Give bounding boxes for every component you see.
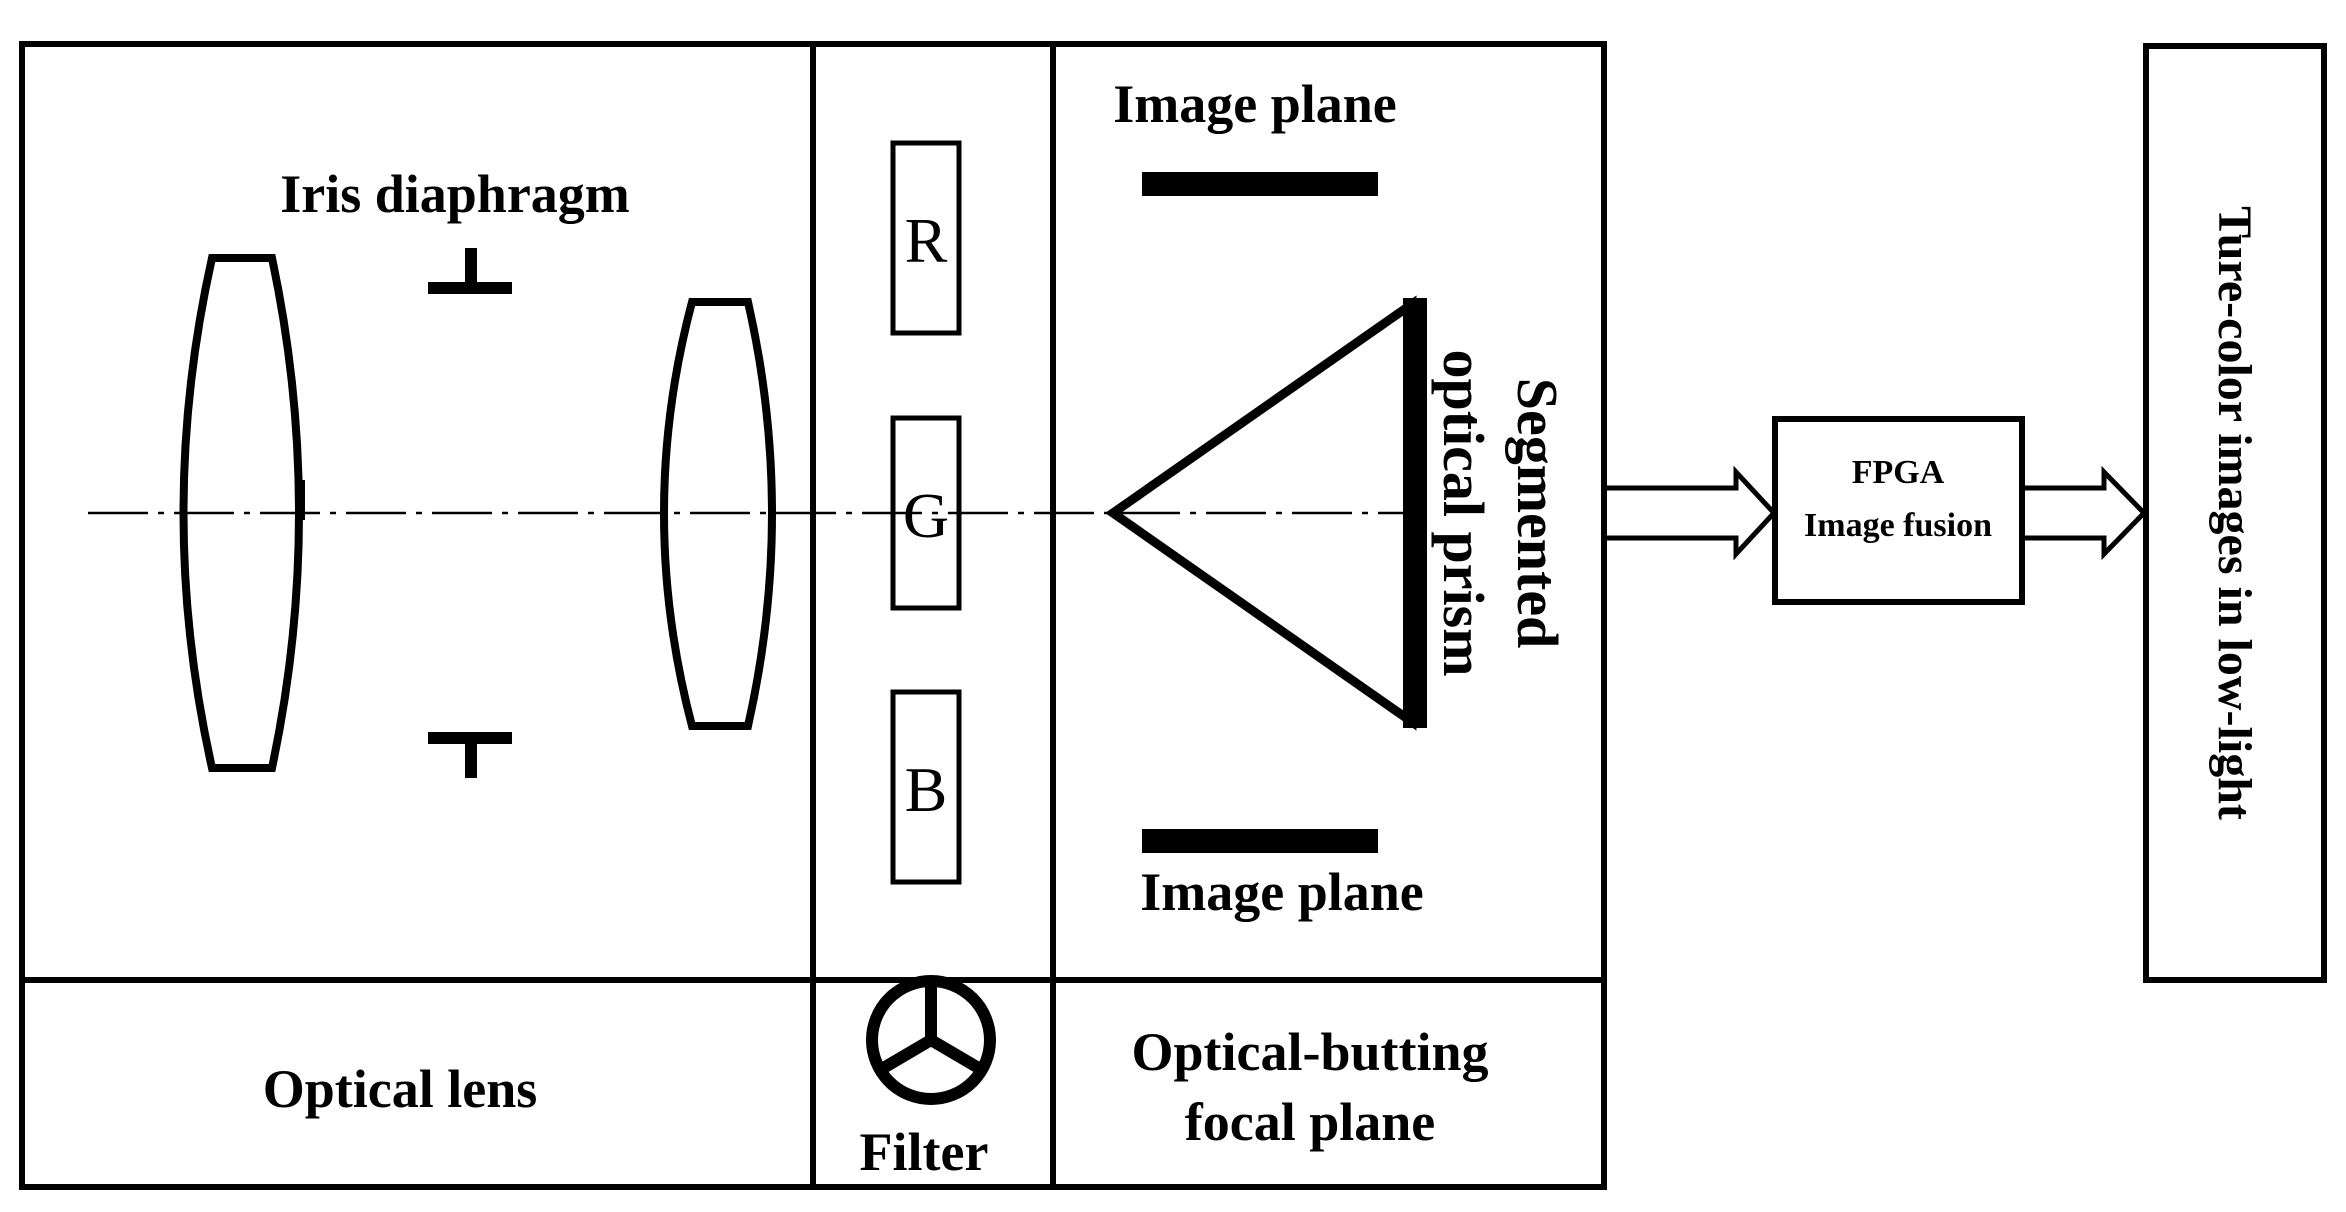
filter-g-box xyxy=(890,415,962,611)
left-lens-tick xyxy=(295,480,305,520)
iris-diaphragm-bottom xyxy=(428,732,512,778)
image-plane-bottom-bar xyxy=(1142,829,1378,853)
filter-g-letter: G xyxy=(903,480,949,551)
fpga-box xyxy=(1772,416,2025,605)
optical-butting-label: Optical-butting xyxy=(1131,1022,1488,1082)
filter-r-letter: R xyxy=(905,205,948,276)
fpga-label: FPGA xyxy=(1852,454,1945,491)
right-lens xyxy=(660,298,776,730)
iris-diaphragm-top xyxy=(428,248,512,294)
image-fusion-label: Image fusion xyxy=(1804,507,1992,544)
arrow-to-fpga xyxy=(1604,465,1778,561)
image-plane-top-bar xyxy=(1142,172,1378,196)
filter-wheel-icon xyxy=(866,975,996,1105)
segmented-prism-label: Segmented optical prism xyxy=(1431,349,1570,676)
image-plane-top-label: Image plane xyxy=(1113,74,1397,134)
iris-diaphragm-label: Iris diaphragm xyxy=(280,164,630,224)
arrow-to-output xyxy=(2022,465,2148,561)
optical-lens-label: Optical lens xyxy=(263,1059,538,1119)
filter-b-letter: B xyxy=(905,754,948,825)
filter-b-box xyxy=(890,689,962,885)
prism-base-bar xyxy=(1403,298,1427,728)
output-box xyxy=(2143,43,2327,983)
filter-label: Filter xyxy=(860,1122,989,1182)
segmented-label-line2: optical prism xyxy=(1431,349,1496,676)
filter-r-box xyxy=(890,140,962,336)
segmented-label-line1: Segmented xyxy=(1505,378,1570,649)
left-lens xyxy=(179,254,303,772)
image-plane-bottom-label: Image plane xyxy=(1140,862,1424,922)
output-label: Ture-color images in low-light xyxy=(2208,206,2261,820)
focal-plane-label: focal plane xyxy=(1185,1092,1436,1152)
